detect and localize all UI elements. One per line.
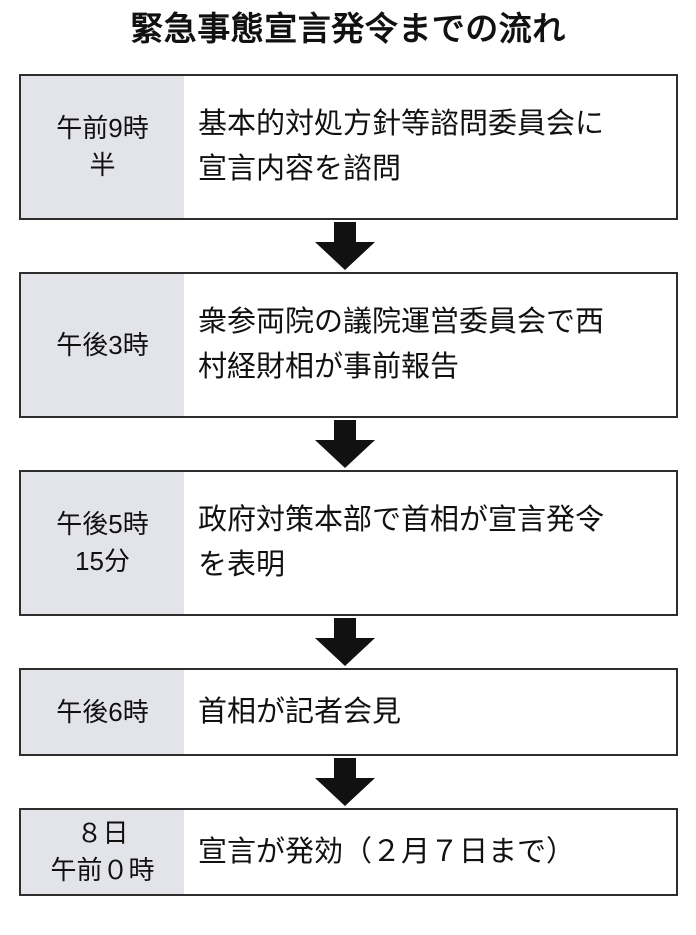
description-line: 村経財相が事前報告 bbox=[198, 351, 460, 383]
description-line: 基本的対処方針等諮問委員会に bbox=[198, 108, 605, 140]
description-line: を表明 bbox=[198, 549, 286, 581]
flow-step-description-2: 衆参両院の議院運営委員会で西村経財相が事前報告 bbox=[184, 274, 676, 416]
down-arrow-icon bbox=[315, 222, 375, 270]
flow-step-time-2: 午後3時 bbox=[21, 274, 184, 416]
flow-connector-2 bbox=[19, 418, 678, 470]
flow-connector-3 bbox=[19, 616, 678, 668]
description-line: 政府対策本部で首相が宣言発令 bbox=[198, 504, 605, 536]
time-line: 午後5時 bbox=[56, 509, 149, 539]
time-line: 午前9時 bbox=[56, 113, 149, 143]
flow-step-3: 午後5時 15分 政府対策本部で首相が宣言発令を表明 bbox=[19, 470, 678, 616]
flow-step-time-1: 午前9時半 bbox=[21, 76, 184, 218]
description-line: 宣言が発効（２月７日まで） bbox=[198, 835, 576, 868]
time-line: 半 bbox=[89, 150, 116, 180]
description-line: 衆参両院の議院運営委員会で西 bbox=[198, 306, 605, 338]
flow-steps-container: 午前9時半基本的対処方針等諮問委員会に宣言内容を諮問午後3時衆参両院の議院運営委… bbox=[19, 74, 678, 896]
description-line: 首相が記者会見 bbox=[198, 695, 402, 728]
time-line: ８日 bbox=[76, 818, 129, 848]
flow-step-5: ８日午前０時宣言が発効（２月７日まで） bbox=[19, 808, 678, 896]
flow-step-time-4: 午後6時 bbox=[21, 670, 184, 754]
flow-step-description-4: 首相が記者会見 bbox=[184, 670, 676, 754]
flow-step-description-3: 政府対策本部で首相が宣言発令を表明 bbox=[184, 472, 676, 614]
flow-step-description-1: 基本的対処方針等諮問委員会に宣言内容を諮問 bbox=[184, 76, 676, 218]
flow-connector-1 bbox=[19, 220, 678, 272]
time-line: 午後3時 bbox=[56, 329, 149, 360]
flow-step-description-5: 宣言が発効（２月７日まで） bbox=[184, 810, 676, 894]
flow-step-4: 午後6時 首相が記者会見 bbox=[19, 668, 678, 756]
flow-step-time-5: ８日午前０時 bbox=[21, 810, 184, 894]
flow-step-time-3: 午後5時 15分 bbox=[21, 472, 184, 614]
down-arrow-icon bbox=[315, 618, 375, 666]
time-line: 午前０時 bbox=[50, 855, 155, 885]
down-arrow-icon bbox=[315, 420, 375, 468]
flow-step-2: 午後3時 衆参両院の議院運営委員会で西村経財相が事前報告 bbox=[19, 272, 678, 418]
time-line: 午後6時 bbox=[56, 696, 149, 727]
flow-connector-4 bbox=[19, 756, 678, 808]
description-line: 宣言内容を諮問 bbox=[198, 153, 402, 185]
flow-step-1: 午前9時半基本的対処方針等諮問委員会に宣言内容を諮問 bbox=[19, 74, 678, 220]
page-title: 緊急事態宣言発令までの流れ bbox=[130, 10, 566, 47]
down-arrow-icon bbox=[315, 758, 375, 806]
time-line: 15分 bbox=[75, 546, 130, 576]
